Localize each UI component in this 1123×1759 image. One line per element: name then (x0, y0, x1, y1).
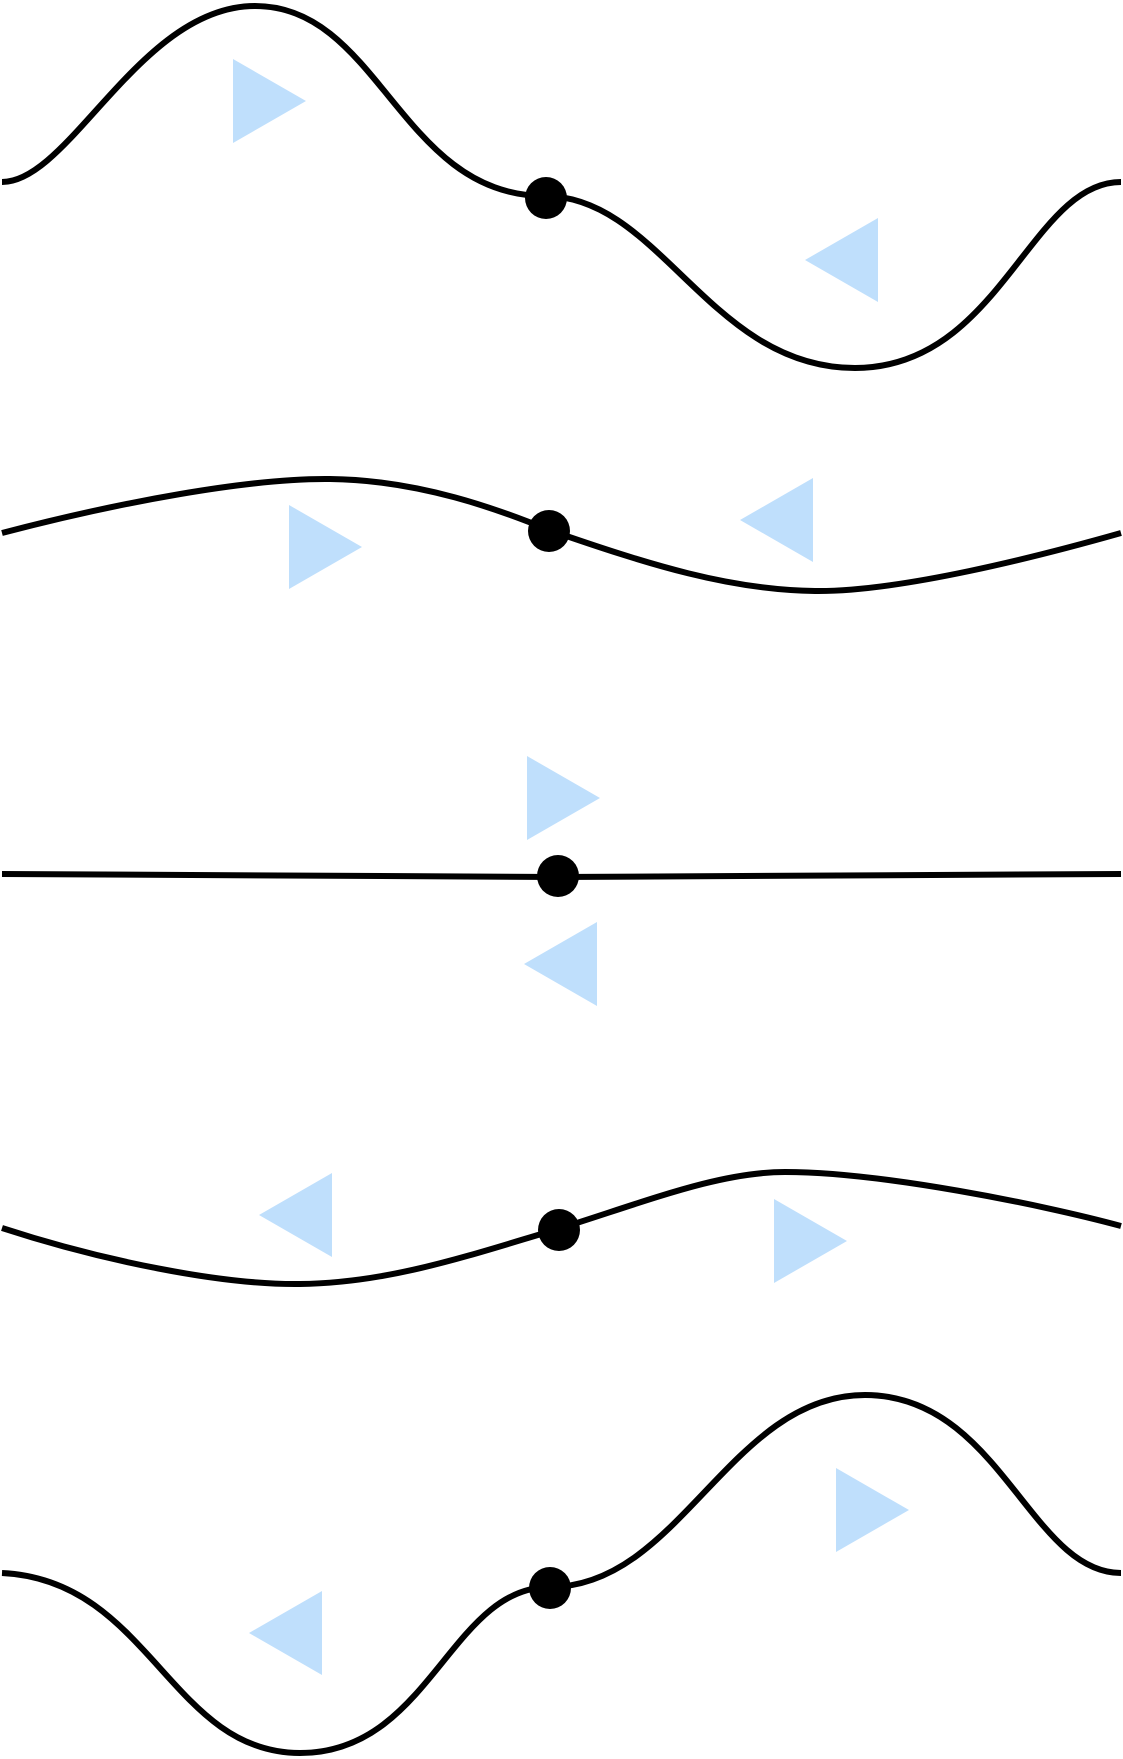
particle-dot (528, 510, 570, 552)
wave-panel-2 (1, 475, 1122, 595)
wave-panel-5 (1, 1392, 1122, 1756)
particle-dot (525, 177, 567, 219)
arrow-left-icon (524, 922, 597, 1006)
arrow-left-icon (805, 218, 878, 302)
arrow-right-icon (233, 59, 306, 143)
arrow-right-icon (774, 1199, 847, 1283)
arrow-right-icon (289, 505, 362, 589)
arrow-left-icon (249, 1591, 322, 1675)
particle-dot (538, 1209, 580, 1251)
wave-panel-1 (1, 3, 1122, 371)
wave-panel-4 (1, 1169, 1122, 1288)
particle-dot (537, 855, 579, 897)
wave-panel-3 (1, 756, 1122, 1006)
arrow-left-icon (259, 1173, 332, 1257)
arrow-right-icon (836, 1468, 909, 1552)
particle-dot (529, 1567, 571, 1609)
arrow-right-icon (527, 756, 600, 840)
arrow-left-icon (740, 478, 813, 562)
